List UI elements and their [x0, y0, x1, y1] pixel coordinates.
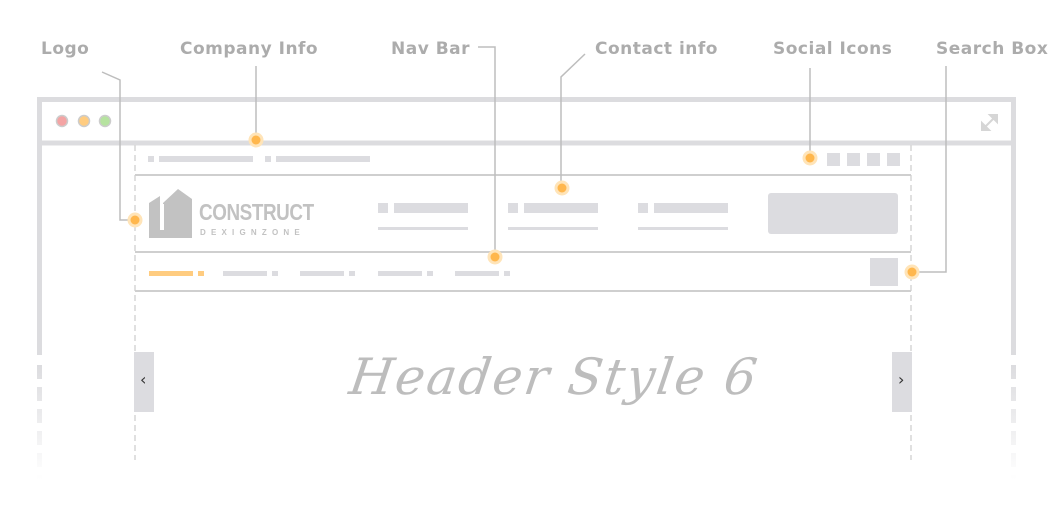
- social-icons-placeholders: [827, 153, 900, 166]
- callout-social-icons: Social Icons: [773, 39, 893, 59]
- company-info-placeholders: [148, 156, 370, 162]
- callout-logo: Logo: [41, 39, 90, 59]
- slider-next-button: [892, 352, 912, 412]
- callout-company-info: Company Info: [180, 39, 319, 59]
- window-close-dot: [55, 114, 69, 128]
- callout-dots: [127, 132, 920, 280]
- contact-info-placeholders: [378, 203, 728, 230]
- window-maximize-dot: [98, 114, 112, 128]
- slider-prev-button: [134, 352, 154, 412]
- slider-title: Header Style 6: [345, 348, 763, 406]
- expand-icon: [981, 114, 998, 131]
- browser-frame: [37, 97, 1016, 480]
- logo-tagline: DEXIGNZONE: [200, 228, 305, 237]
- window-minimize-dot: [77, 114, 91, 128]
- chevron-right-icon[interactable]: ›: [898, 370, 905, 389]
- callout-search-box: Search Box: [936, 39, 1049, 59]
- logo-name: CONSTRUCT: [199, 199, 314, 225]
- callout-contact-info: Contact info: [595, 39, 718, 59]
- header-button-placeholder: [768, 193, 898, 234]
- logo-building-icon: [149, 189, 192, 238]
- nav-bar-placeholders: [149, 271, 510, 276]
- search-box-placeholder: [870, 258, 898, 286]
- chevron-left-icon[interactable]: ‹: [140, 370, 147, 389]
- header-row-dividers: [135, 174, 911, 292]
- callout-nav-bar: Nav Bar: [391, 39, 471, 59]
- container-guides: [134, 145, 912, 460]
